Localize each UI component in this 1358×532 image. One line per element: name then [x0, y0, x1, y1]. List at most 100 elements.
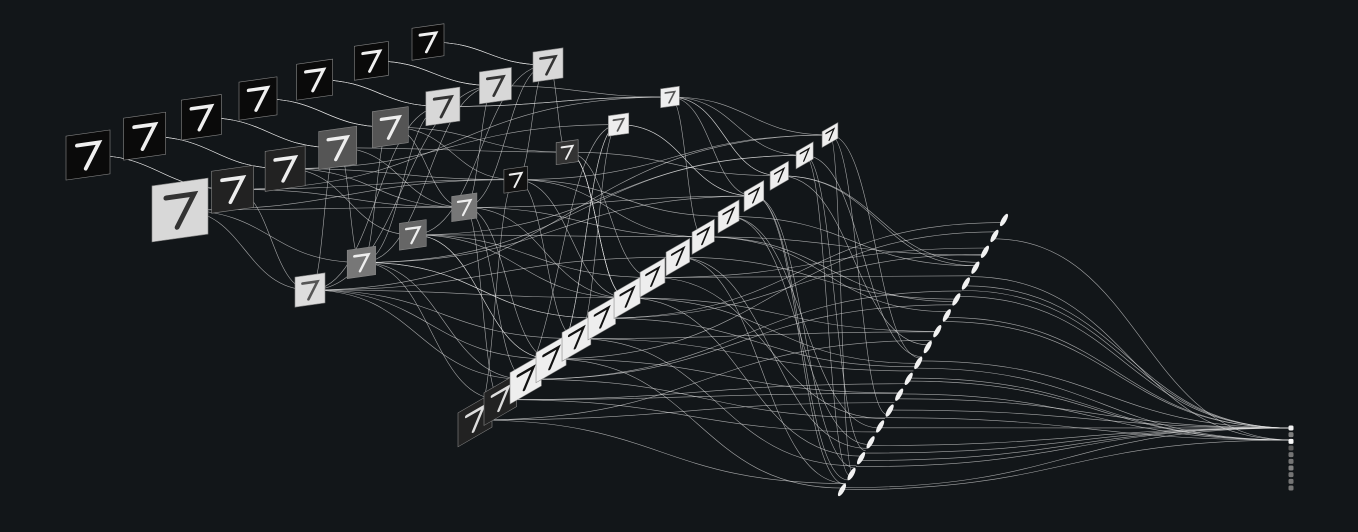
conv2-feature-map[interactable]	[665, 238, 690, 277]
conv1-pool-link	[232, 96, 671, 190]
output-unit[interactable]	[1288, 465, 1294, 471]
feature-map-tile	[532, 47, 564, 83]
conv1-feature-map[interactable]	[371, 106, 409, 149]
dense-neuron[interactable]	[951, 292, 962, 307]
conv2-dense-link	[829, 134, 922, 359]
pool-conv2-link	[567, 151, 780, 177]
feature-map-tile	[318, 125, 358, 170]
pool-conv2-link	[412, 234, 704, 238]
pool-conv2-link	[515, 179, 704, 238]
dense-neuron[interactable]	[941, 308, 952, 323]
conv2-dense-link	[551, 358, 901, 394]
conv2-feature-map[interactable]	[691, 218, 715, 255]
dense-neuron[interactable]	[922, 340, 933, 355]
input-image[interactable]	[411, 23, 445, 61]
output-unit[interactable]	[1288, 445, 1294, 451]
dense-output-link	[970, 276, 1292, 441]
conv1-feature-map[interactable]	[211, 164, 254, 214]
conv2-dense-link	[500, 383, 906, 400]
dense-neuron[interactable]	[979, 245, 990, 260]
input-image[interactable]	[181, 94, 222, 141]
feature-map-tile	[503, 165, 528, 194]
conv1-feature-map[interactable]	[425, 86, 461, 127]
pool-conv2-link	[361, 262, 526, 380]
dense-neuron[interactable]	[903, 372, 914, 387]
pool-feature-map[interactable]	[399, 219, 427, 251]
pool-feature-map[interactable]	[608, 112, 630, 137]
conv2-feature-map[interactable]	[821, 122, 839, 148]
conv2-dense-link	[703, 236, 983, 256]
conv2-dense-link	[728, 216, 880, 429]
pool-conv2-link	[309, 134, 831, 291]
input-image[interactable]	[123, 111, 166, 161]
pool-feature-map[interactable]	[346, 245, 376, 279]
input-image[interactable]	[354, 41, 389, 81]
dense-neuron[interactable]	[970, 260, 981, 275]
conv2-feature-map[interactable]	[483, 373, 518, 426]
output-unit[interactable]	[1288, 472, 1294, 478]
conv2-feature-map[interactable]	[717, 199, 740, 234]
dense-neuron[interactable]	[855, 451, 866, 466]
digit-stroke	[670, 245, 686, 267]
dense-neuron[interactable]	[989, 229, 1000, 244]
input-conv1-link	[314, 79, 443, 107]
conv2-feature-map[interactable]	[769, 160, 789, 191]
dense-output-link	[992, 238, 1292, 441]
input-image[interactable]	[238, 76, 278, 121]
dense-neuron[interactable]	[836, 483, 847, 498]
pool-feature-map[interactable]	[451, 192, 478, 222]
input-conv1-link	[371, 60, 496, 87]
conv2-dense-link	[829, 134, 853, 473]
input-image[interactable]	[296, 58, 333, 101]
digit-stroke	[748, 186, 761, 204]
conv1-feature-map[interactable]	[264, 145, 306, 192]
output-unit[interactable]	[1288, 425, 1294, 431]
output-unit[interactable]	[1288, 458, 1294, 464]
output-unit[interactable]	[1288, 438, 1294, 444]
conv1-pool-link	[309, 106, 443, 291]
dense-neuron[interactable]	[884, 403, 895, 418]
pool-feature-map[interactable]	[294, 272, 326, 308]
digit-stroke	[722, 206, 736, 225]
conv1-pool-link	[390, 126, 516, 181]
output-layer[interactable]	[1288, 425, 1294, 491]
conv2-feature-map[interactable]	[587, 296, 616, 341]
dense-neuron[interactable]	[865, 435, 876, 450]
dense-neuron[interactable]	[998, 213, 1009, 228]
output-unit[interactable]	[1288, 452, 1294, 458]
conv2-feature-map[interactable]	[743, 180, 765, 213]
digit-stroke	[189, 103, 215, 132]
pool-feature-map[interactable]	[660, 85, 680, 109]
conv2-dense-link	[576, 338, 914, 372]
output-unit[interactable]	[1288, 478, 1294, 484]
conv2-dense-link	[551, 358, 844, 489]
output-unit[interactable]	[1288, 432, 1294, 438]
conv2-dense-link	[576, 331, 937, 339]
digit-stroke	[418, 31, 439, 54]
conv2-feature-map[interactable]	[795, 141, 814, 170]
output-unit[interactable]	[1288, 485, 1294, 491]
conv1-feature-map[interactable]	[318, 125, 358, 170]
conv2-dense-link	[779, 175, 930, 346]
dense-output-link	[842, 439, 1292, 491]
dense-output-link	[859, 427, 1292, 461]
pool-conv2-link	[567, 151, 653, 278]
conv1-feature-map[interactable]	[532, 47, 564, 83]
conv1-feature-map[interactable]	[479, 67, 512, 105]
dense-neuron[interactable]	[932, 324, 943, 339]
dense-output-link	[945, 317, 1292, 429]
conv2-feature-map[interactable]	[639, 257, 666, 298]
conv1-feature-map[interactable]	[151, 177, 209, 243]
dense-neuron[interactable]	[960, 276, 971, 291]
pool-feature-map[interactable]	[555, 139, 579, 166]
dense-neuron[interactable]	[875, 419, 886, 434]
input-image[interactable]	[65, 129, 111, 181]
digit-stroke	[404, 225, 422, 245]
digit-stroke	[246, 85, 271, 112]
dense-neuron[interactable]	[846, 467, 857, 482]
dense-neuron[interactable]	[894, 387, 905, 402]
feature-map-tile	[211, 164, 254, 214]
dense-neuron[interactable]	[913, 356, 924, 371]
pool-feature-map[interactable]	[503, 165, 528, 194]
